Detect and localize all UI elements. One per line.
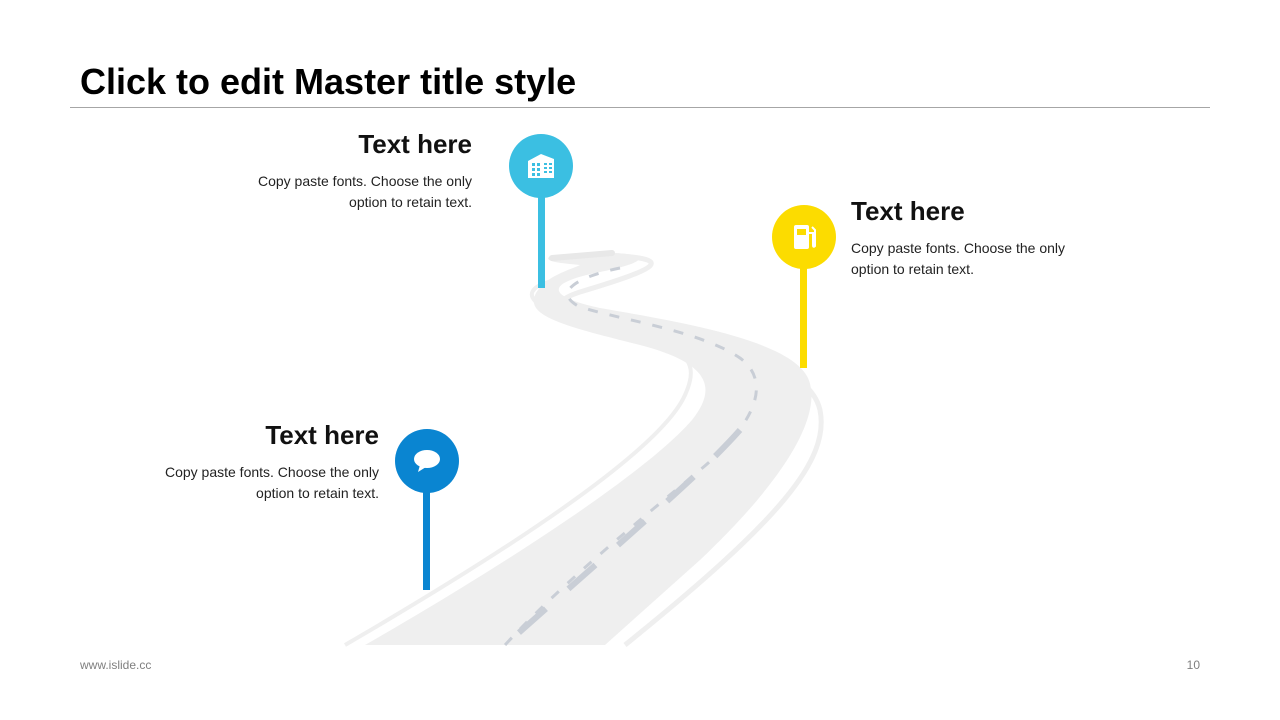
lane-marking	[503, 266, 758, 647]
pin-stem	[800, 255, 807, 368]
footer-website: www.islide.cc	[80, 658, 152, 672]
milestone-3-description[interactable]: Copy paste fonts. Choose the only option…	[164, 464, 379, 501]
milestone-2-heading[interactable]: Text here	[851, 196, 965, 226]
speech-bubble-icon	[414, 450, 440, 472]
milestone-2-description[interactable]: Copy paste fonts. Choose the only option…	[851, 240, 1066, 277]
milestone-1-heading[interactable]: Text here	[358, 129, 472, 159]
milestone-pin-2	[771, 205, 837, 370]
milestone-3-heading[interactable]: Text here	[265, 420, 379, 450]
slide-title[interactable]: Click to edit Master title style	[80, 61, 577, 102]
pin-stem	[423, 479, 430, 590]
page-number: 10	[1186, 658, 1200, 672]
road-switchback	[549, 250, 615, 261]
road-surface	[365, 253, 812, 645]
milestone-1-description[interactable]: Copy paste fonts. Choose the only option…	[257, 173, 472, 210]
pin-head	[395, 429, 459, 493]
pin-stem	[538, 184, 545, 288]
title-divider	[70, 107, 1210, 108]
milestone-pin-3	[394, 429, 460, 591]
pin-head	[509, 134, 573, 198]
fuel-pump-icon	[794, 225, 816, 249]
lane-marking-near	[503, 428, 743, 648]
pin-head	[772, 205, 836, 269]
building-icon	[528, 154, 554, 178]
milestone-pin-1	[508, 134, 574, 290]
